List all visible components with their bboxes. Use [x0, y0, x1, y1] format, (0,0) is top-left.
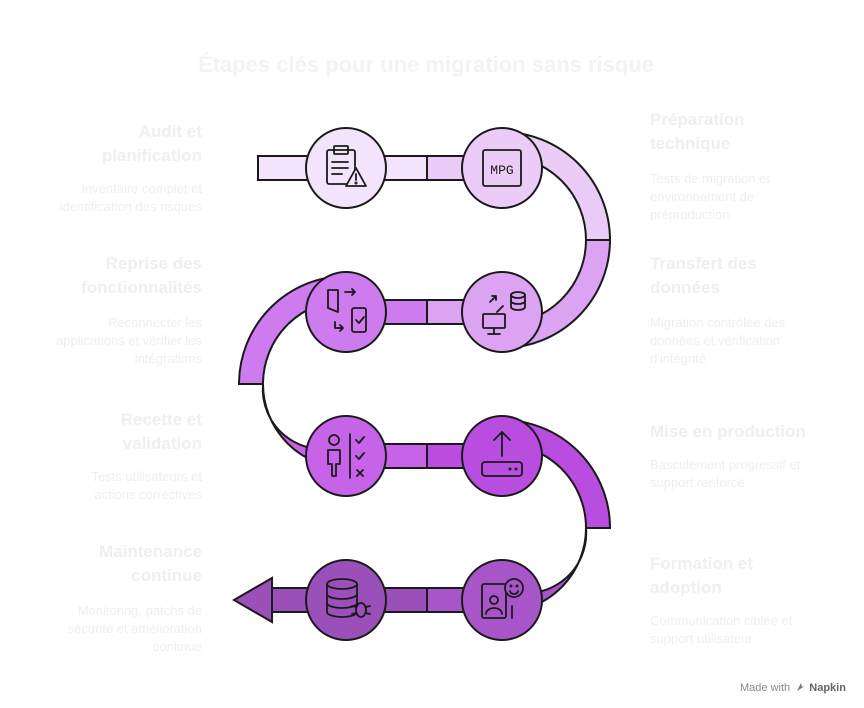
step-5-title: Recette et validation — [120, 410, 202, 453]
step-4-title: Reprise des fonctionnalités — [81, 254, 202, 297]
step-2-desc: Tests de migration et environnement de p… — [650, 171, 770, 222]
step-3-circle — [461, 271, 543, 353]
database-transfer-icon — [482, 291, 526, 335]
step-1-title: Audit et planification — [101, 122, 202, 165]
napkin-logo-icon — [797, 683, 806, 691]
step-8-title: Maintenance continue — [99, 542, 202, 585]
step-8-circle — [305, 559, 387, 641]
watermark-brand: Napkin — [809, 682, 846, 694]
step-6-desc: Basculement progressif et support renfor… — [650, 457, 801, 490]
step-6-title: Mise en production — [650, 422, 806, 441]
watermark-prefix: Made with — [740, 682, 791, 694]
app-reconnect-icon — [327, 288, 367, 333]
step-2-circle — [461, 127, 543, 209]
svg-text:MPG: MPG — [490, 163, 513, 178]
clipboard-warning-icon — [326, 145, 367, 187]
step-7-desc: Communication ciblée et support utilisat… — [650, 613, 793, 646]
step-5-desc: Tests utilisateurs et actions corrective… — [91, 469, 202, 502]
step-7-title: Formation et adoption — [650, 554, 753, 597]
step-5-circle — [305, 415, 387, 497]
mpg-file-icon: MPG — [482, 149, 522, 187]
end-arrowhead — [232, 576, 273, 624]
step-4-desc: Reconnecter les applications et vérifier… — [56, 315, 202, 366]
step-7-circle — [461, 559, 543, 641]
upload-server-icon — [481, 431, 523, 477]
step-3-title: Transfert des données — [650, 254, 757, 297]
napkin-watermark[interactable]: Made with Napkin — [740, 682, 846, 694]
step-2-title: Préparation technique — [650, 110, 745, 153]
database-bug-icon — [326, 578, 371, 618]
step-8-desc: Monitoring, patchs de sécurité et amélio… — [67, 603, 202, 654]
step-1-desc: Inventaire complet et identification des… — [59, 181, 202, 214]
step-4-circle — [305, 271, 387, 353]
step-3-desc: Migration contrôlée des données et vérif… — [650, 315, 786, 366]
page-title: Étapes clés pour une migration sans risq… — [197, 52, 655, 77]
user-training-icon — [481, 578, 524, 619]
user-checklist-icon — [327, 433, 365, 479]
